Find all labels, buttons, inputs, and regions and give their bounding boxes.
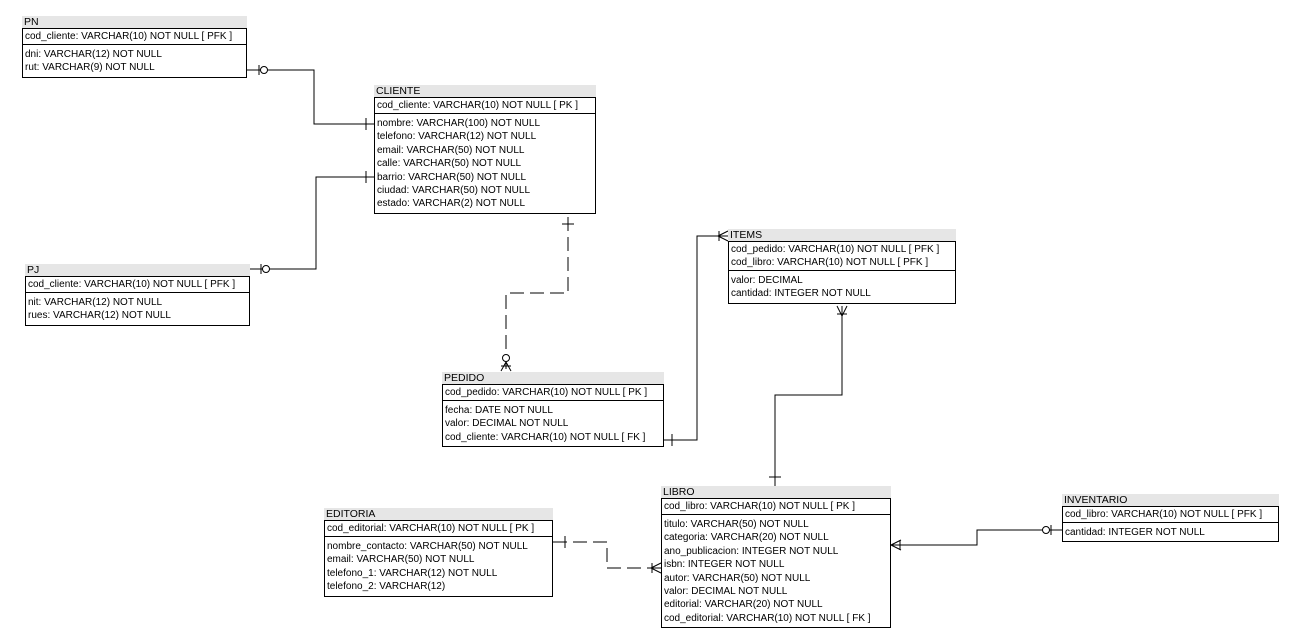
- pedido-key-attribute: cod_pedido: VARCHAR(10) NOT NULL [ PK ]: [445, 387, 648, 398]
- cliente-attribute: ciudad: VARCHAR(50) NOT NULL: [377, 185, 531, 197]
- entity-items-name: ITEMS: [728, 229, 956, 241]
- relationship-editoria-libro: [553, 536, 662, 574]
- pj-attribute: rues: VARCHAR(12) NOT NULL: [28, 310, 171, 322]
- pj-attribute: nit: VARCHAR(12) NOT NULL: [28, 297, 163, 308]
- libro-attribute: titulo: VARCHAR(50) NOT NULL: [664, 519, 809, 530]
- relationship-libro-items: [769, 305, 848, 486]
- entity-inventario[interactable]: INVENTARIO cod_libro: VARCHAR(10) NOT NU…: [1062, 494, 1279, 543]
- items-key-attribute: cod_libro: VARCHAR(10) NOT NULL [ PFK ]: [731, 257, 929, 268]
- entity-pedido[interactable]: PEDIDO cod_pedido: VARCHAR(10) NOT NULL …: [442, 372, 664, 448]
- entity-pn-name: PN: [22, 16, 247, 28]
- libro-attribute: categoria: VARCHAR(20) NOT NULL: [664, 532, 829, 544]
- pedido-attribute: valor: DECIMAL NOT NULL: [445, 418, 569, 430]
- editoria-attribute: telefono_2: VARCHAR(12): [327, 581, 446, 593]
- inventario-key-attribute: cod_libro: VARCHAR(10) NOT NULL [ PFK ]: [1065, 509, 1263, 520]
- entity-inventario-name: INVENTARIO: [1062, 494, 1279, 506]
- pedido-attribute: cod_cliente: VARCHAR(10) NOT NULL [ FK ]: [445, 431, 646, 443]
- entity-pj-name: PJ: [25, 264, 250, 276]
- inventario-attribute: cantidad: INTEGER NOT NULL: [1065, 527, 1205, 538]
- items-key-attribute: cod_pedido: VARCHAR(10) NOT NULL [ PFK ]: [731, 244, 940, 255]
- relationship-pn-cliente: [247, 65, 374, 130]
- cliente-attribute: barrio: VARCHAR(50) NOT NULL: [377, 171, 527, 183]
- editoria-attribute: email: VARCHAR(50) NOT NULL: [327, 554, 475, 566]
- libro-attribute: valor: DECIMAL NOT NULL: [664, 586, 788, 598]
- libro-attribute: ano_publicacion: INTEGER NOT NULL: [664, 545, 839, 557]
- entity-pj[interactable]: PJ cod_cliente: VARCHAR(10) NOT NULL [ P…: [25, 264, 250, 326]
- editoria-key-attribute: cod_editorial: VARCHAR(10) NOT NULL [ PK…: [327, 523, 535, 534]
- libro-key-attribute: cod_libro: VARCHAR(10) NOT NULL [ PK ]: [664, 501, 855, 512]
- cliente-attribute: email: VARCHAR(50) NOT NULL: [377, 144, 525, 156]
- entity-cliente-name: CLIENTE: [374, 85, 596, 97]
- entity-editoria[interactable]: EDITORIA cod_editorial: VARCHAR(10) NOT …: [324, 508, 553, 597]
- entity-items[interactable]: ITEMS cod_pedido: VARCHAR(10) NOT NULL […: [728, 229, 956, 304]
- cliente-attribute: calle: VARCHAR(50) NOT NULL: [377, 158, 522, 170]
- libro-attribute: isbn: INTEGER NOT NULL: [664, 559, 785, 571]
- libro-attribute: editorial: VARCHAR(20) NOT NULL: [664, 599, 823, 611]
- entity-cliente[interactable]: CLIENTE cod_cliente: VARCHAR(10) NOT NUL…: [374, 85, 596, 214]
- entity-libro-name: LIBRO: [661, 486, 891, 498]
- relationship-libro-inventario: [890, 525, 1062, 551]
- entity-pedido-name: PEDIDO: [442, 372, 664, 384]
- entity-pn[interactable]: PN cod_cliente: VARCHAR(10) NOT NULL [ P…: [22, 16, 247, 78]
- pedido-attribute: fecha: DATE NOT NULL: [445, 405, 553, 416]
- cliente-key-attribute: cod_cliente: VARCHAR(10) NOT NULL [ PK ]: [377, 100, 578, 111]
- libro-attribute: cod_editorial: VARCHAR(10) NOT NULL [ FK…: [664, 612, 871, 624]
- libro-attribute: autor: VARCHAR(50) NOT NULL: [664, 572, 811, 584]
- entity-libro[interactable]: LIBRO cod_libro: VARCHAR(10) NOT NULL [ …: [661, 486, 891, 629]
- editoria-attribute: telefono_1: VARCHAR(12) NOT NULL: [327, 567, 498, 579]
- cliente-attribute: estado: VARCHAR(2) NOT NULL: [377, 198, 526, 210]
- pn-attribute: dni: VARCHAR(12) NOT NULL: [25, 49, 162, 60]
- pj-key-attribute: cod_cliente: VARCHAR(10) NOT NULL [ PFK …: [28, 279, 236, 290]
- editoria-attribute: nombre_contacto: VARCHAR(50) NOT NULL: [327, 541, 528, 552]
- items-attribute: cantidad: INTEGER NOT NULL: [731, 288, 871, 300]
- items-attribute: valor: DECIMAL: [731, 275, 803, 286]
- entity-editoria-name: EDITORIA: [324, 508, 553, 520]
- relationship-pedido-items: [664, 230, 729, 446]
- relationship-cliente-pedido: [500, 217, 574, 372]
- pn-key-attribute: cod_cliente: VARCHAR(10) NOT NULL [ PFK …: [25, 31, 233, 42]
- cliente-attribute: telefono: VARCHAR(12) NOT NULL: [377, 131, 537, 143]
- relationship-pj-cliente: [250, 171, 374, 274]
- pn-attribute: rut: VARCHAR(9) NOT NULL: [25, 62, 155, 74]
- cliente-attribute: nombre: VARCHAR(100) NOT NULL: [377, 118, 541, 129]
